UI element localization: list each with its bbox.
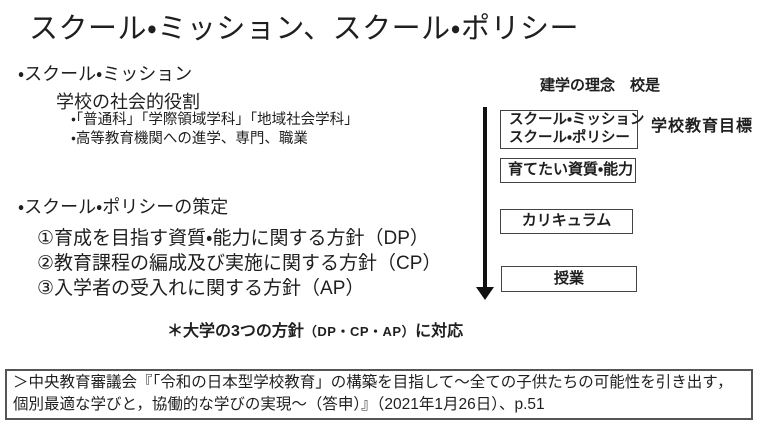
mission-bullet: ・「普通科」「学際領域学科」「地域社会学科」 xyxy=(71,112,359,128)
footnote-paren: （DP・CP・AP） xyxy=(303,324,416,339)
label-school-education-goal: 学校教育目標 xyxy=(651,118,754,135)
diagram-box-line: 育てたい資質・能力 xyxy=(508,161,634,178)
mission-bullet: ・高等教育機関への進学、専門、職業 xyxy=(71,131,308,147)
label-school-motto: 校是 xyxy=(630,77,661,94)
diagram-box-line: 授業 xyxy=(553,270,584,287)
down-arrow-icon xyxy=(476,287,494,300)
diagram-box-line: スクール・ミッション xyxy=(509,112,645,128)
label-founding-principle: 建学の理念 xyxy=(540,77,616,94)
down-arrow-line xyxy=(483,107,487,289)
policy-heading: ・スクール・ポリシーの策定 xyxy=(18,197,229,217)
policy-item-ap: ③入学者の受入れに関する方針（AP） xyxy=(37,278,365,299)
mission-subheading: 学校の社会的役割 xyxy=(56,92,200,112)
three-policies-footnote: ＊大学の3つの方針（DP・CP・AP）に対応 xyxy=(167,317,463,341)
diagram-box-line: スクール・ポリシー xyxy=(509,129,630,146)
policy-item-cp: ②教育課程の編成及び実施に関する方針（CP） xyxy=(37,253,442,274)
citation-box: ＞中央教育審議会『「令和の日本型学校教育」の構築を目指して～全ての子供たちの可能… xyxy=(5,369,753,420)
mission-heading: ・スクール・ミッション xyxy=(18,64,193,84)
diagram-box-mission-policy: スクール・ミッション スクール・ポリシー xyxy=(500,110,645,149)
diagram-box-line: カリキュラム xyxy=(521,212,612,229)
policy-item-list: ①育成を目指す資質・能力に関する方針（DP） ②教育課程の編成及び実施に関する方… xyxy=(37,226,441,301)
diagram-box-lessons: 授業 xyxy=(501,266,637,292)
mission-bullet-list: ・「普通科」「学際領域学科」「地域社会学科」 ・高等教育機関への進学、専門、職業 xyxy=(71,111,359,149)
policy-item-dp: ①育成を目指す資質・能力に関する方針（DP） xyxy=(37,228,429,249)
footnote-prefix: ＊大学の3つの方針 xyxy=(167,323,304,340)
citation-text: ＞中央教育審議会『「令和の日本型学校教育」の構築を目指して～全ての子供たちの可能… xyxy=(13,374,733,413)
diagram-box-curriculum: カリキュラム xyxy=(500,209,633,234)
slide-title: スクール・ミッション、スクール・ポリシー xyxy=(29,13,579,45)
footnote-suffix: に対応 xyxy=(415,323,464,340)
diagram-box-qualities-abilities: 育てたい資質・能力 xyxy=(500,158,636,183)
